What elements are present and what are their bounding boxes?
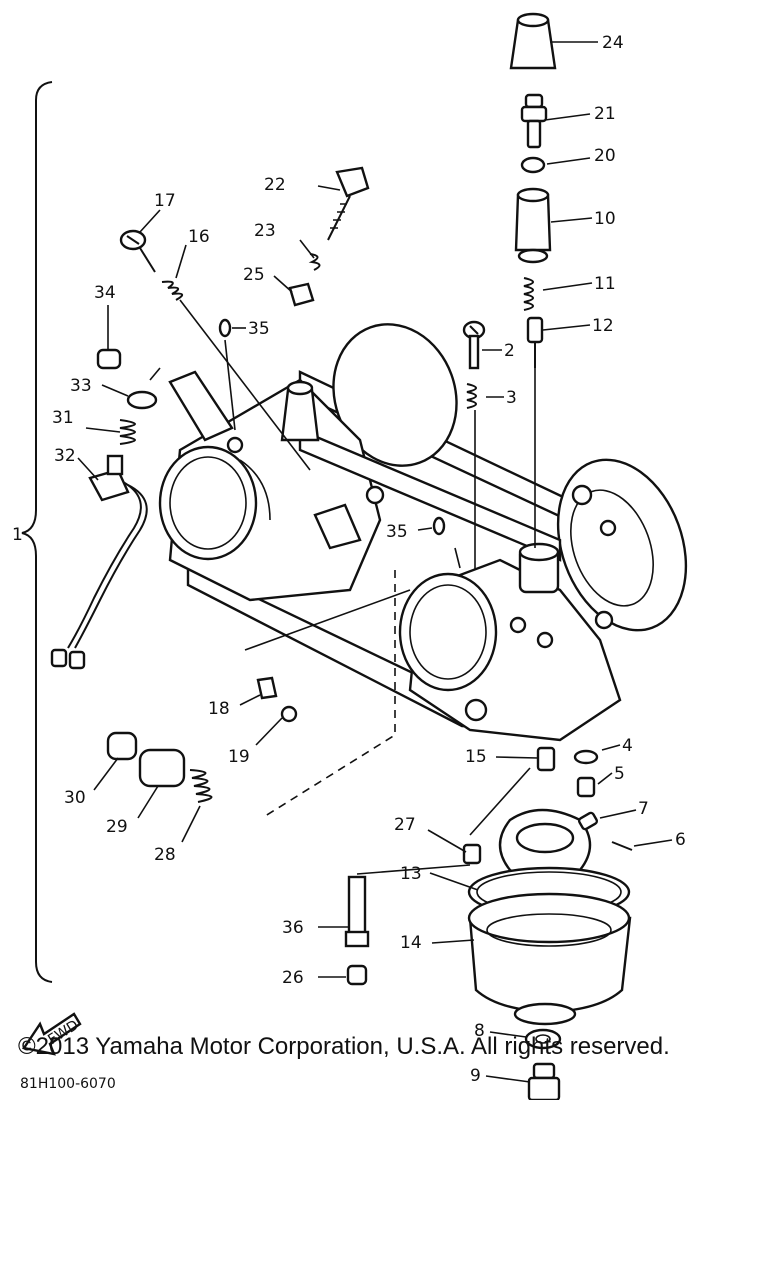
callout-35-upper: 35 bbox=[248, 319, 270, 339]
callout-leaders bbox=[77, 41, 673, 1083]
callout-30: 30 bbox=[64, 788, 86, 808]
callout-28: 28 bbox=[154, 845, 176, 865]
part-5-screw bbox=[576, 776, 596, 798]
copyright-notice: ©2013 Yamaha Motor Corporation, U.S.A. A… bbox=[18, 1033, 670, 1060]
part-2-screw bbox=[462, 320, 486, 370]
leader-18 bbox=[244, 589, 411, 651]
part-10-holder bbox=[514, 187, 552, 264]
part-9-plug bbox=[527, 1062, 561, 1100]
callout-33: 33 bbox=[70, 376, 92, 396]
callout-8: 8 bbox=[474, 1021, 485, 1041]
part-20-washer bbox=[520, 156, 546, 174]
callout-22: 22 bbox=[264, 175, 286, 195]
part-21-fitting bbox=[520, 93, 548, 149]
callout-17: 17 bbox=[154, 191, 176, 211]
callout-10: 10 bbox=[594, 209, 616, 229]
callout-26: 26 bbox=[282, 968, 304, 988]
part-23-spring bbox=[308, 253, 321, 271]
callout-3: 3 bbox=[506, 388, 517, 408]
callout-15: 15 bbox=[465, 747, 487, 767]
callout-6: 6 bbox=[675, 830, 686, 850]
callout-23: 23 bbox=[254, 221, 276, 241]
carburetor-body bbox=[158, 323, 688, 742]
part-36-emulsion-tube bbox=[344, 875, 370, 948]
assembly-guide bbox=[261, 570, 396, 819]
callout-1: 1 bbox=[12, 525, 23, 545]
part-27-jet bbox=[462, 843, 482, 865]
leader-35-upper bbox=[224, 339, 236, 431]
part-19-clip bbox=[280, 705, 298, 723]
part-24-cap bbox=[509, 12, 557, 70]
part-28-spring bbox=[189, 769, 213, 803]
part-14-float-bowl bbox=[467, 892, 632, 1026]
part-35-seal-upper bbox=[218, 318, 232, 338]
part-18-pin bbox=[256, 676, 278, 700]
callout-29: 29 bbox=[106, 817, 128, 837]
part-3-spring bbox=[466, 383, 477, 409]
callout-36: 36 bbox=[282, 918, 304, 938]
callout-19: 19 bbox=[228, 747, 250, 767]
callout-12: 12 bbox=[592, 316, 614, 336]
part-30-sleeve bbox=[106, 731, 138, 761]
leader-27 bbox=[356, 864, 471, 875]
part-15-jet bbox=[536, 746, 556, 772]
callout-7: 7 bbox=[638, 799, 649, 819]
callout-32: 32 bbox=[54, 446, 76, 466]
leader-35-lower bbox=[454, 547, 461, 569]
part-12-needle bbox=[526, 316, 544, 368]
callout-27: 27 bbox=[394, 815, 416, 835]
part-33-washer bbox=[126, 390, 158, 410]
callout-labels: 1 2 3 4 5 6 7 8 9 10 11 12 13 14 15 16 1… bbox=[12, 33, 686, 1086]
callout-35-lower: 35 bbox=[386, 522, 408, 542]
callout-31: 31 bbox=[52, 408, 74, 428]
callout-9: 9 bbox=[470, 1066, 481, 1086]
part-8-washer bbox=[524, 1028, 562, 1050]
part-35-seal-lower bbox=[432, 516, 446, 536]
figure-code: 81H100-6070 bbox=[20, 1076, 116, 1092]
part-6-pin bbox=[611, 841, 633, 851]
part-26-jet bbox=[346, 964, 368, 986]
part-4-washer bbox=[573, 749, 599, 765]
assembly-bracket bbox=[21, 81, 53, 983]
part-11-spring bbox=[523, 277, 534, 311]
callout-2: 2 bbox=[504, 341, 515, 361]
part-7-float bbox=[498, 808, 599, 882]
part-17-screw bbox=[119, 229, 156, 273]
callout-4: 4 bbox=[622, 736, 633, 756]
part-34-sleeve bbox=[96, 348, 122, 370]
part-32-sensor bbox=[50, 454, 148, 670]
part-22-screw bbox=[327, 166, 370, 241]
callout-20: 20 bbox=[594, 146, 616, 166]
callout-14: 14 bbox=[400, 933, 422, 953]
callout-11: 11 bbox=[594, 274, 616, 294]
part-31-spring bbox=[119, 419, 136, 445]
part-16-spring bbox=[161, 280, 183, 301]
callout-5: 5 bbox=[614, 764, 625, 784]
leader-16-17 bbox=[179, 299, 311, 471]
part-29-bushing bbox=[138, 748, 186, 788]
callout-34: 34 bbox=[94, 283, 116, 303]
part-25-nut bbox=[288, 282, 315, 307]
leader-15 bbox=[469, 767, 531, 836]
callout-24: 24 bbox=[602, 33, 624, 53]
callout-25: 25 bbox=[243, 265, 265, 285]
callout-13: 13 bbox=[400, 864, 422, 884]
callout-21: 21 bbox=[594, 104, 616, 124]
callout-16: 16 bbox=[188, 227, 210, 247]
exploded-parts-diagram: 1 2 3 4 5 6 7 8 9 10 11 12 13 14 15 16 1… bbox=[12, 12, 688, 1100]
callout-18: 18 bbox=[208, 699, 230, 719]
leader-33 bbox=[149, 367, 161, 381]
